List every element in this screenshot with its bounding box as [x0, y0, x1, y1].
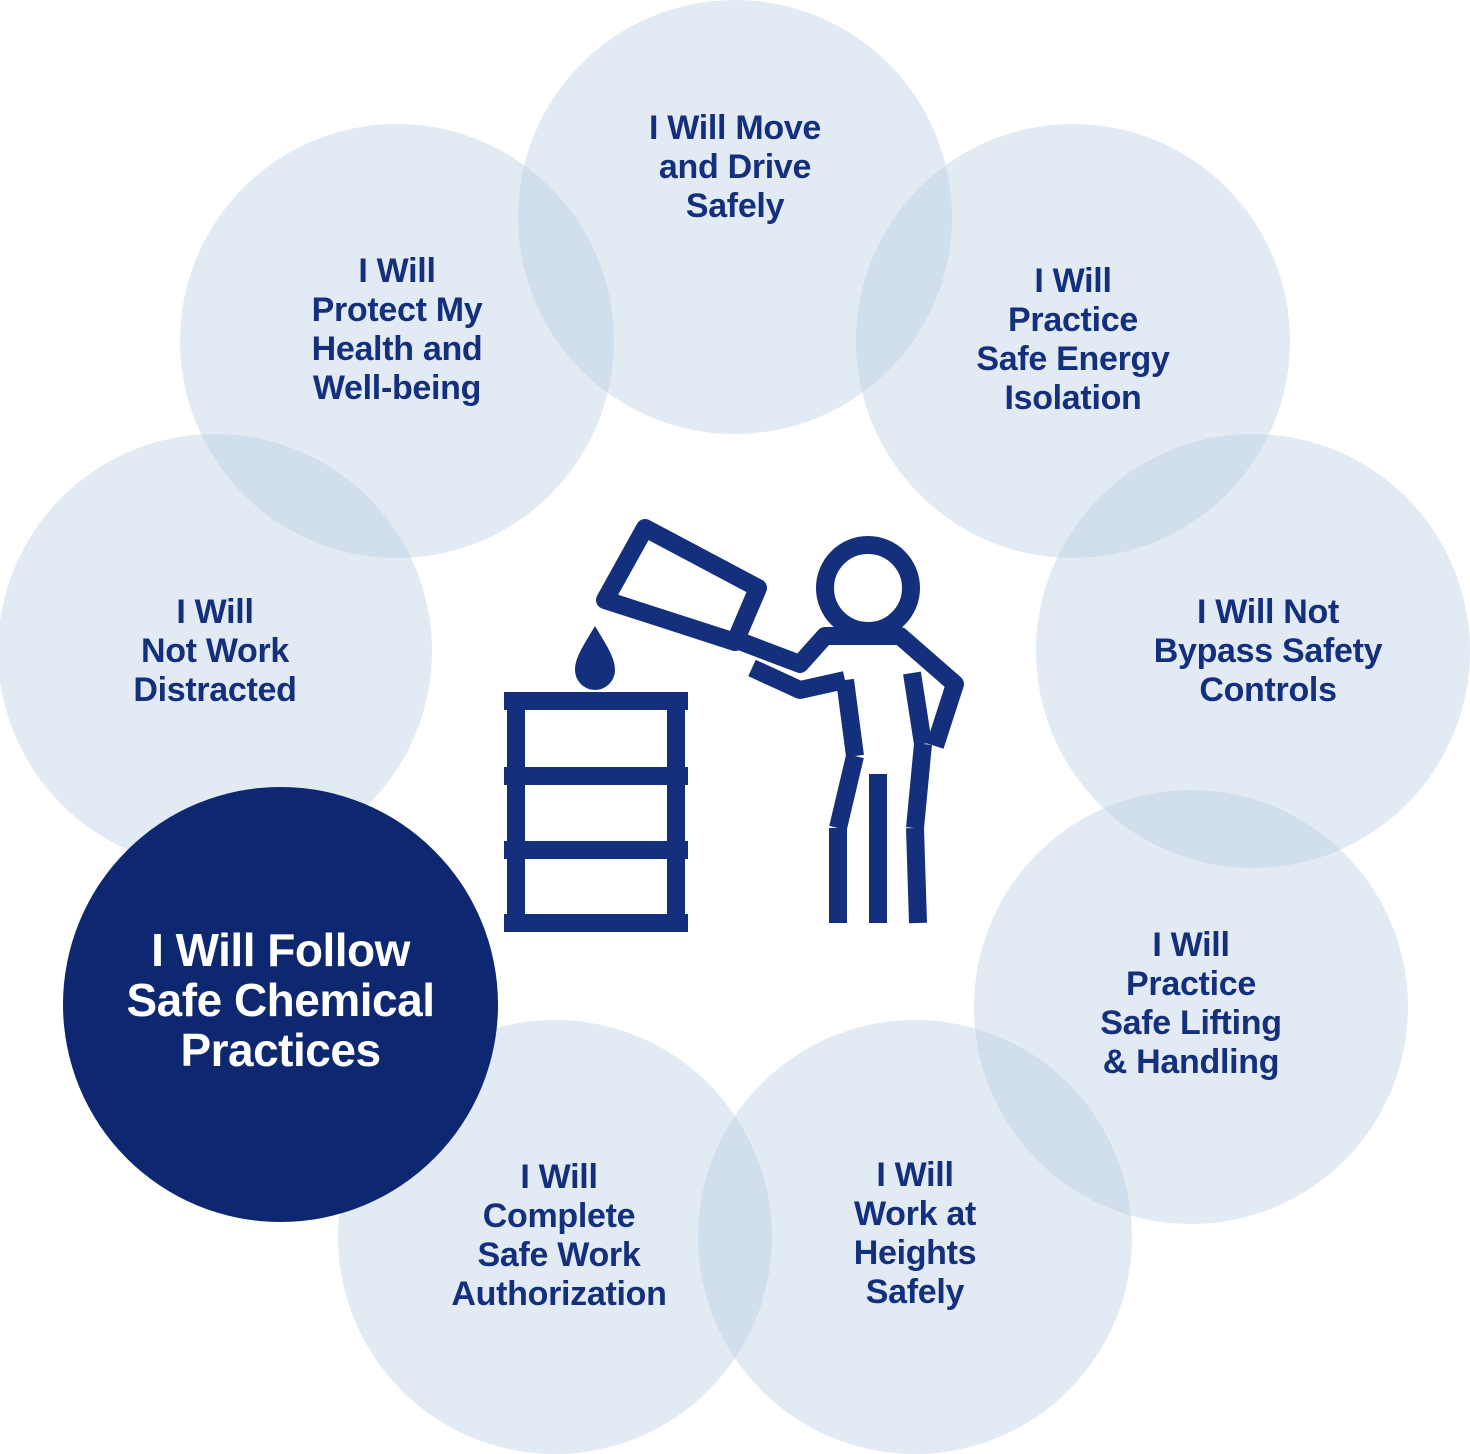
circle-label: I Will Move and Drive Safely — [648, 108, 822, 225]
circle-label: I Will Work at Heights Safely — [853, 1156, 977, 1311]
person-icon — [738, 536, 964, 924]
person-pouring-chemical-into-barrel-icon — [504, 519, 964, 932]
circle-label: I Will Practice Safe Energy Isolation — [976, 262, 1170, 417]
circle-label: I Will Complete Safe Work Authorization — [451, 1158, 667, 1313]
circle-protect-health-and-wellbeing: I Will Protect My Health and Well-being — [180, 124, 614, 558]
bottle-icon — [596, 519, 767, 651]
circle-label: I Will Practice Safe Lifting & Handling — [1100, 926, 1282, 1081]
circle-move-and-drive-safely: I Will Move and Drive Safely — [518, 0, 952, 434]
circle-label: I Will Not Bypass Safety Controls — [1153, 592, 1383, 709]
drop-icon — [575, 626, 615, 690]
circle-label: I Will Not Work Distracted — [133, 592, 297, 709]
circle-safe-lifting-and-handling: I Will Practice Safe Lifting & Handling — [974, 790, 1408, 1224]
circle-work-at-heights-safely: I Will Work at Heights Safely — [698, 1020, 1132, 1454]
circle-label: I Will Protect My Health and Well-being — [311, 252, 483, 407]
circle-not-work-distracted: I Will Not Work Distracted — [0, 434, 432, 868]
barrel-icon — [504, 692, 688, 932]
circle-label-active: I Will Follow Safe Chemical Practices — [126, 923, 435, 1076]
circle-follow-safe-chemical-practices: I Will Follow Safe Chemical Practices — [63, 787, 498, 1222]
circle-safe-energy-isolation: I Will Practice Safe Energy Isolation — [856, 124, 1290, 558]
circle-not-bypass-safety-controls: I Will Not Bypass Safety Controls — [1036, 434, 1470, 868]
